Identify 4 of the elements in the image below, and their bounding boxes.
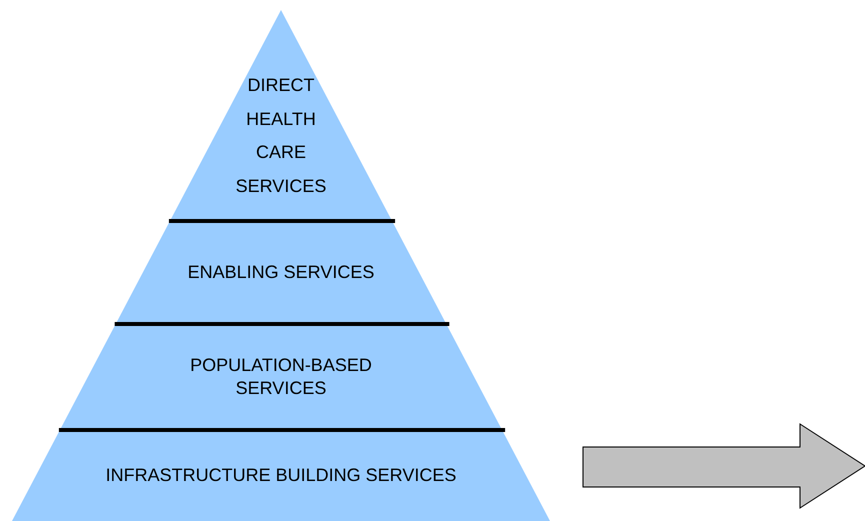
tier-label: INFRASTRUCTURE BUILDING SERVICES <box>106 464 456 487</box>
tier-label: POPULATION-BASED SERVICES <box>189 354 373 400</box>
tier-label: DIRECT HEALTH CARE SERVICES <box>234 74 328 198</box>
tier-label: ENABLING SERVICES <box>188 261 374 284</box>
